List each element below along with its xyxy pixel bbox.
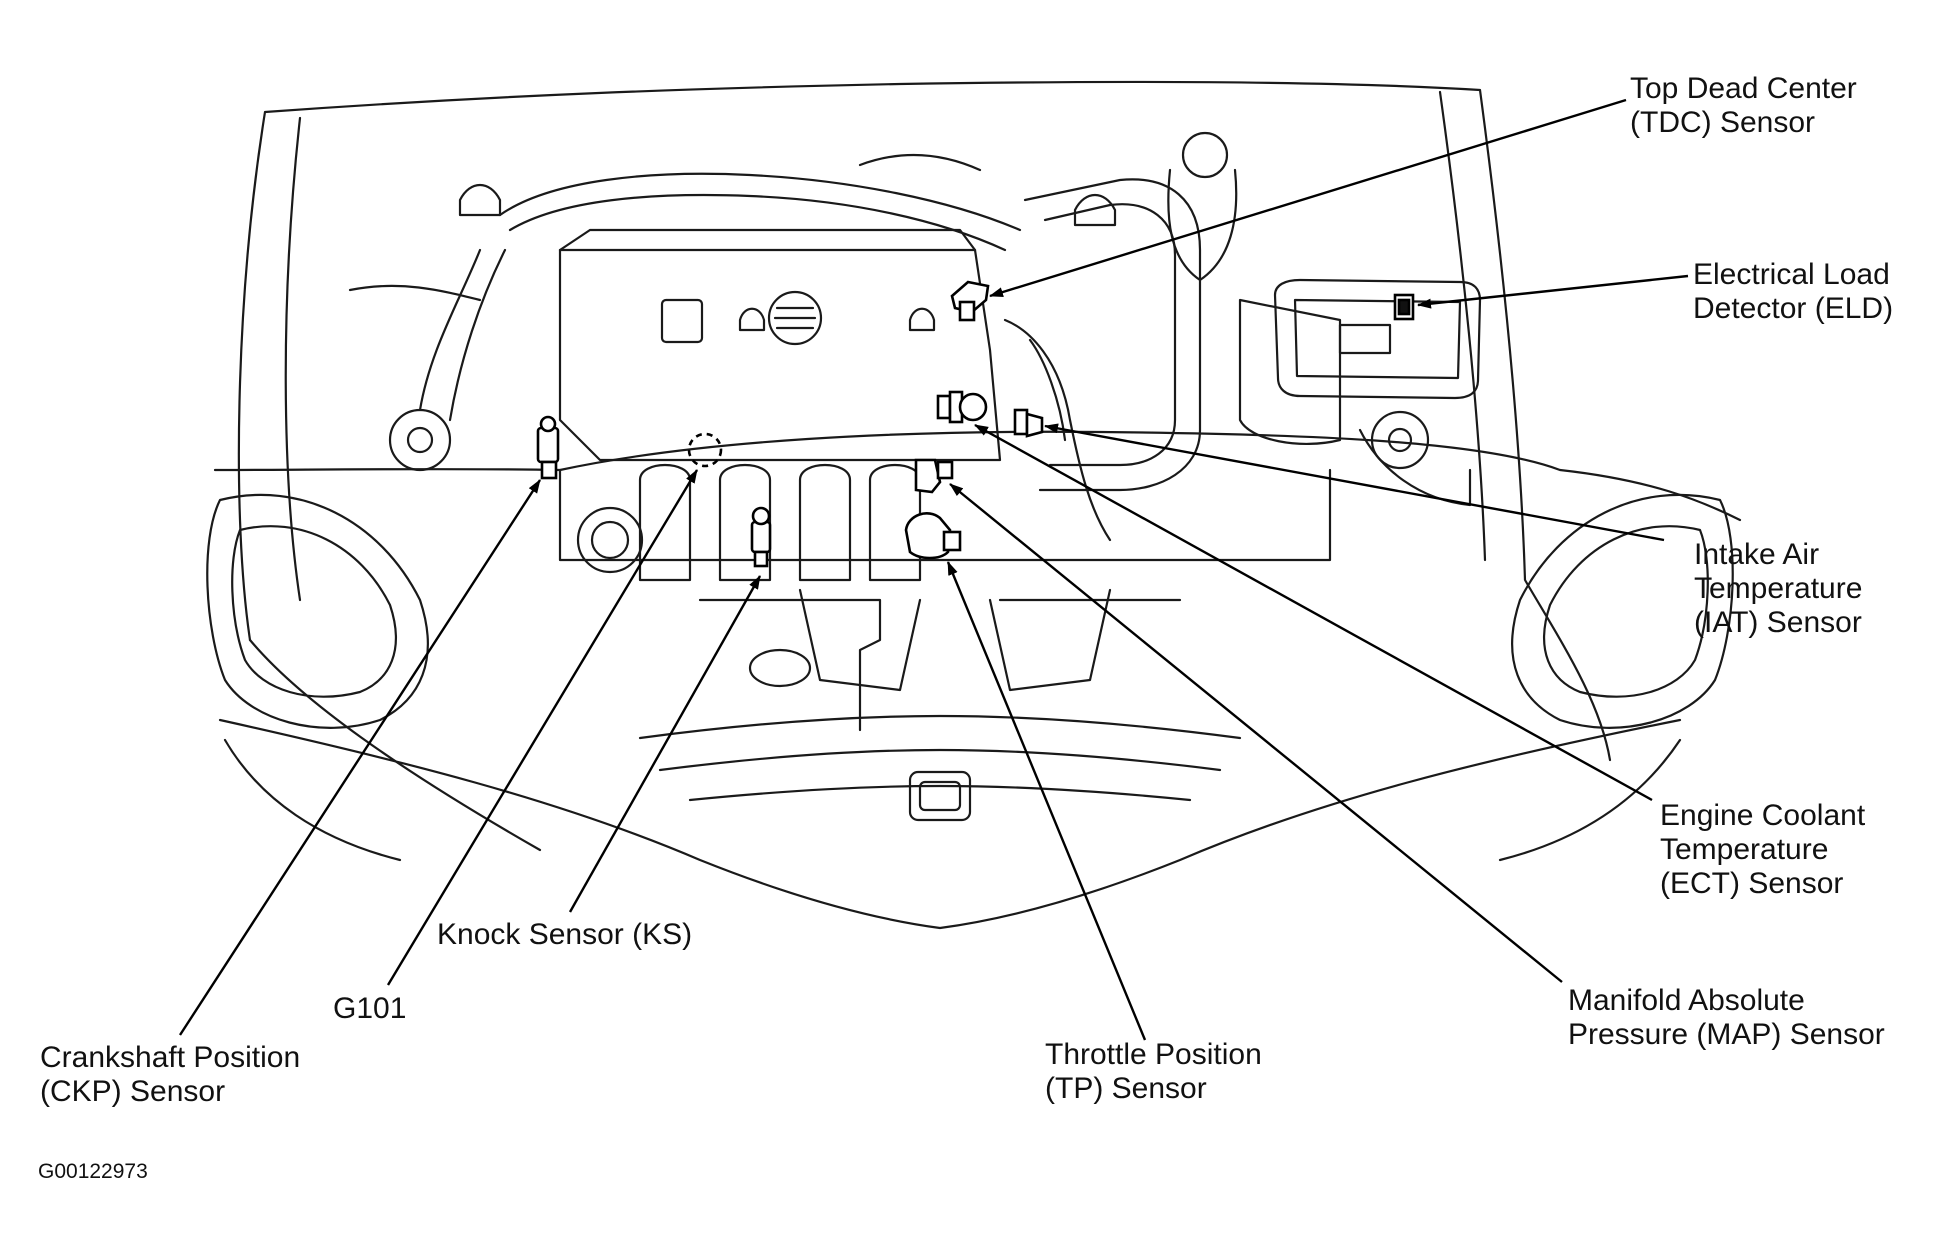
reservoir-body	[1167, 168, 1238, 282]
upper-hose-3	[858, 153, 982, 172]
radiator-brace	[698, 598, 1182, 732]
left-strut-center	[406, 426, 434, 454]
radiator-support	[558, 468, 1332, 562]
tp-leader	[946, 561, 1147, 1041]
grille-top	[638, 714, 1242, 740]
clip-left	[458, 184, 502, 217]
reservoir-cap	[1181, 131, 1229, 179]
ks-leader	[568, 575, 762, 913]
intake-runner-3	[798, 463, 852, 582]
air-box	[1238, 298, 1342, 446]
iat-sensor-shape	[1013, 408, 1044, 438]
figure-id: G00122973	[38, 1160, 148, 1183]
harness-right-2	[1028, 338, 1067, 442]
fuse-box-inner	[1293, 298, 1462, 380]
valve-cover	[558, 248, 1002, 462]
fuse-box-slot	[1338, 323, 1392, 355]
ckp-leader	[178, 479, 542, 1036]
underhood-fuse-box	[1273, 278, 1482, 400]
front-emblem	[908, 770, 972, 822]
grille-bottom	[688, 784, 1192, 802]
g101-leader	[386, 469, 699, 986]
right-headlight	[1511, 493, 1734, 729]
cover-bolt-2	[908, 307, 936, 332]
sensor-markers	[536, 280, 1415, 568]
front-emblem-inner	[918, 780, 962, 812]
ect-leader	[974, 423, 1653, 802]
iat-leader	[1044, 423, 1665, 542]
valve-cover-top	[558, 228, 977, 252]
intake-runner-1	[638, 463, 692, 582]
tdc-sensor-shape	[950, 280, 990, 322]
label-map-sensor: Manifold Absolute Pressure (MAP) Sensor	[1568, 984, 1885, 1051]
oil-cap-ribs	[773, 306, 817, 330]
label-eld: Electrical Load Detector (ELD)	[1693, 258, 1894, 325]
map-leader	[949, 483, 1563, 983]
label-g101: G101	[333, 992, 407, 1025]
front-body-lower	[218, 718, 1682, 930]
ks-sensor-shape	[750, 506, 772, 568]
tp-sensor-shape	[904, 512, 962, 560]
grille-mid	[658, 748, 1222, 772]
throttle-body-duct	[1023, 178, 1202, 492]
label-knock-sensor: Knock Sensor (KS)	[437, 918, 693, 951]
left-strut-top	[388, 408, 452, 472]
left-headlight	[206, 493, 429, 729]
radiator-cap	[748, 648, 812, 688]
label-tp-sensor: Throttle Position (TP) Sensor	[1045, 1038, 1262, 1105]
tdc-leader	[989, 98, 1627, 298]
ect-sensor-shape	[936, 390, 988, 424]
label-ect-sensor: Engine Coolant Temperature (ECT) Sensor	[1660, 799, 1866, 900]
air-duct-inner	[1043, 203, 1177, 467]
eld-leader	[1417, 274, 1689, 309]
left-oil-filter-inner	[590, 520, 630, 560]
right-strut-top	[1370, 410, 1430, 470]
map-sensor-shape	[914, 458, 954, 494]
engine-bay-illustration	[206, 80, 1742, 930]
cover-bolt-1	[738, 307, 766, 332]
eld-shape	[1393, 293, 1415, 321]
left-headlight-inner	[231, 525, 397, 698]
label-ckp-sensor: Crankshaft Position (CKP) Sensor	[40, 1041, 301, 1108]
leader-lines	[178, 98, 1689, 1041]
front-body-curve	[223, 738, 1682, 862]
ckp-sensor-shape	[536, 415, 560, 480]
radiator-support-center	[798, 588, 1112, 692]
left-hoses	[348, 248, 507, 422]
harness-right	[1003, 318, 1112, 542]
label-tdc-sensor: Top Dead Center (TDC) Sensor	[1630, 72, 1857, 139]
label-iat-sensor: Intake Air Temperature (IAT) Sensor	[1694, 538, 1863, 639]
oil-fill-cap	[767, 290, 823, 346]
hood-inner-edge	[284, 90, 1487, 602]
clip-center	[1073, 194, 1117, 227]
upper-hose-2	[508, 193, 1007, 252]
right-headlight-inner	[1543, 525, 1709, 698]
upper-hose-1	[498, 172, 1022, 232]
left-oil-filter	[576, 506, 644, 574]
hood-outline	[237, 80, 1612, 762]
coil-pack-1	[660, 298, 704, 344]
g101-ground-marker	[687, 432, 723, 468]
right-strut-center	[1387, 427, 1413, 453]
left-fender	[248, 638, 542, 852]
